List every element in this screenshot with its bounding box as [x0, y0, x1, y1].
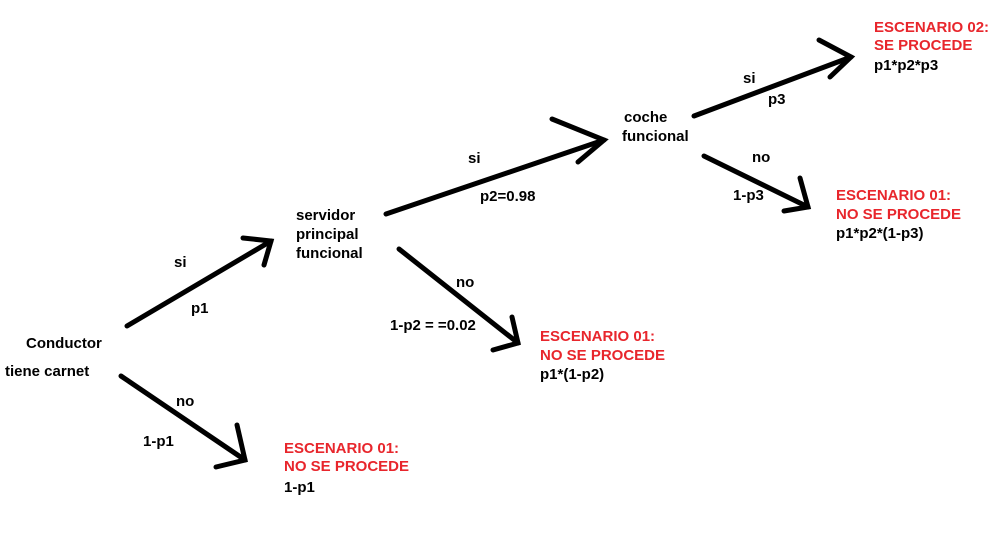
scenario-coche-si: ESCENARIO 02: SE PROCEDE p1*p2*p3 [874, 19, 989, 75]
edge-servidor-si-answer: si [468, 150, 481, 167]
arrow-servidor-si [383, 116, 609, 217]
arrow-servidor-no [396, 246, 521, 353]
scenario-status: NO SE PROCEDE [540, 347, 666, 364]
edge-coche-si-answer: si [743, 70, 756, 87]
arrow-conductor-no [118, 373, 248, 470]
edge-coche-si-prob: p3 [768, 91, 786, 108]
edge-conductor-no-answer: no [176, 393, 195, 410]
edge-coche-no-prob: 1-p3 [733, 187, 764, 204]
scenario-title: ESCENARIO 02: [874, 19, 990, 36]
node-coche-line2: funcional [622, 128, 689, 145]
node-conductor-line2-wrap: tiene carnet [5, 362, 89, 381]
node-servidor: servidor principal funcional [296, 206, 363, 263]
scenario-title: ESCENARIO 01: [284, 440, 400, 457]
scenario-formula: p1*(1-p2) [540, 366, 605, 383]
scenario-formula: p1*p2*p3 [874, 57, 939, 74]
arrow-coche-no [701, 153, 812, 214]
scenario-status: SE PROCEDE [874, 37, 973, 54]
node-coche-line1: coche [624, 109, 668, 126]
edge-conductor-no-prob: 1-p1 [143, 433, 174, 450]
scenario-status: NO SE PROCEDE [836, 206, 962, 223]
arrow-conductor-si [124, 235, 275, 329]
edge-servidor-no-answer: no [456, 274, 475, 291]
scenario-conductor-no: ESCENARIO 01: NO SE PROCEDE 1-p1 [284, 440, 409, 497]
edge-coche-no-answer: no [752, 149, 771, 166]
node-conductor-line2: tiene carnet [5, 363, 90, 380]
scenario-status: NO SE PROCEDE [284, 458, 410, 475]
scenario-formula: p1*p2*(1-p3) [836, 225, 924, 242]
scenario-title: ESCENARIO 01: [540, 328, 656, 345]
node-coche: coche funcional [622, 108, 689, 146]
node-conductor-line1: Conductor [26, 335, 102, 352]
edge-servidor-no-prob: 1-p2 = =0.02 [390, 317, 476, 334]
node-conductor: Conductor [26, 334, 102, 353]
edge-conductor-si-prob: p1 [191, 300, 209, 317]
edge-conductor-si-answer: si [174, 254, 187, 271]
scenario-coche-no: ESCENARIO 01: NO SE PROCEDE p1*p2*(1-p3) [836, 187, 961, 243]
node-servidor-line1: servidor [296, 207, 356, 224]
node-servidor-line2: principal [296, 226, 359, 243]
scenario-servidor-no: ESCENARIO 01: NO SE PROCEDE p1*(1-p2) [540, 328, 665, 384]
edge-servidor-si-prob: p2=0.98 [480, 188, 536, 205]
scenario-title: ESCENARIO 01: [836, 187, 952, 204]
arrow-coche-si [691, 37, 856, 119]
scenario-formula: 1-p1 [284, 479, 315, 496]
node-servidor-line3: funcional [296, 245, 363, 262]
